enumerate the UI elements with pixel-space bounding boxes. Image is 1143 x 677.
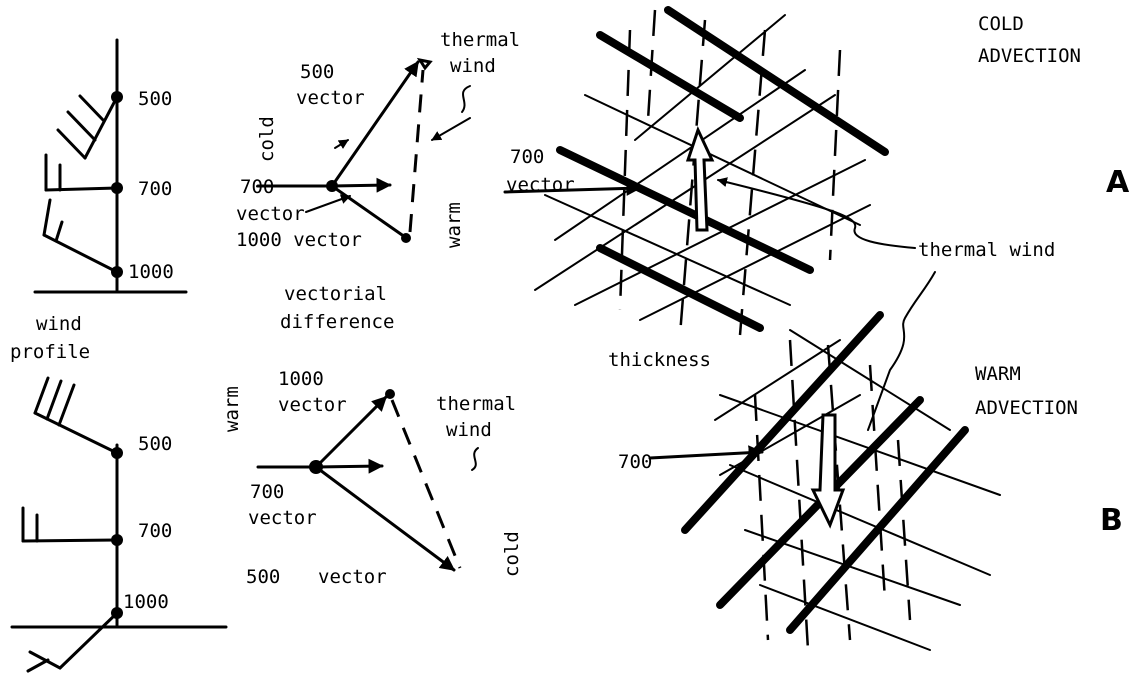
panel-a-letter: A [1106,165,1130,200]
panel-b-title-2: ADVECTION [975,397,1078,419]
hodo-a-thermal-wind [408,69,425,233]
panel-b-title-1: WARM [975,363,1021,385]
hodo-b-wind-label: wind [446,419,492,441]
panel-b-grid [648,311,1001,651]
hodo-a-700-label: 700 [240,176,274,198]
hodo-b-500-vector [314,465,456,572]
panel-a-700-arrow [503,180,642,196]
panel-a-700-label: 700 [510,146,544,168]
panel-b-thermal-wind-pointer [867,271,936,431]
wind-barb-500-icon [56,94,119,160]
panel-a-thermal-wind-arrow [685,125,715,232]
wind-barb-700-b-icon [21,506,119,543]
hodo-a-wind-label: wind [450,55,496,77]
panel-b-letter: B [1100,503,1123,538]
hodo-b-1000-vector [314,395,388,469]
profile-b-level-700: 700 [138,520,172,542]
panel-b-thermal-wind-arrow [810,413,846,529]
wind-barb-1000-b-icon [26,611,119,673]
panel-a-title-1: COLD [978,13,1024,35]
hodograph-a: 500 vector thermal wind 700 vector 1000 … [236,29,520,251]
hodo-a-squiggle [461,85,471,113]
panel-b-700-label: 700 [618,451,652,473]
hodo-b-cold-label: cold [501,531,523,577]
wind-profile-label-line1: wind [36,313,82,335]
wind-barb-500-b-icon [33,376,119,455]
hodo-b-warm-label: warm [221,386,243,432]
hodo-a-1000-vector-label: 1000 vector [236,229,362,251]
wind-profile-b: 500 700 1000 [10,376,228,673]
hodo-b-1000-tip [385,389,395,399]
panel-a-grid [503,6,916,336]
hodo-a-warm-label: warm [443,202,465,248]
hodo-a-700-vector-label: vector [236,203,305,225]
hodo-b-1000-vector-label: vector [278,394,347,416]
profile-a-level-700: 700 [138,178,172,200]
panel-b-700-arrow [648,445,764,461]
hodo-a-pointer-500 [334,139,349,149]
vectorial-difference-line2: difference [280,311,394,333]
hodo-a-pointer-thermal [431,117,471,141]
hodo-a-pointer-1000 [305,194,351,213]
hodo-a-cold-label: cold [256,116,278,162]
hodo-a-700-vector [330,177,392,193]
hodograph-b: 1000 vector thermal wind 700 vector 500 … [221,368,523,588]
hodo-b-700-vector-label: vector [248,507,317,529]
profile-b-level-1000: 1000 [123,591,169,613]
hodo-a-500-vector [330,60,420,188]
wind-barb-1000-icon [42,198,119,274]
panel-a-thermal-wind-label: thermal wind [918,239,1055,261]
hodo-a-500-vector-label: vector [296,87,365,109]
panel-a-thermal-wind-pointer [717,177,916,249]
profile-b-level-500: 500 [138,433,172,455]
vectorial-difference-line1: vectorial [284,283,387,305]
panel-a-vector-label: vector [506,174,575,196]
hodo-b-thermal-wind [390,399,462,569]
hodo-a-thermal-arrowhead [416,57,433,71]
hodo-b-thermal-label: thermal [436,393,516,415]
hodo-b-700-vector [314,458,384,474]
hodo-a-thermal-label: thermal [440,29,520,51]
hodo-a-500-label: 500 [300,61,334,83]
hodo-b-500-label: 500 [246,566,280,588]
hodo-b-700-label: 700 [250,481,284,503]
profile-a-level-500: 500 [138,88,172,110]
wind-profile-label-line2: profile [10,341,90,363]
panel-a-title-2: ADVECTION [978,45,1081,67]
hodo-b-squiggle [471,447,479,471]
wind-barb-700-icon [44,153,119,192]
thickness-label: thickness [608,349,711,371]
hodo-a-1000-tip [401,233,411,243]
profile-a-level-1000: 1000 [128,261,174,283]
hodo-b-500-vector-label: vector [318,566,387,588]
wind-profile-a: 500 700 1000 [33,38,188,294]
hodo-b-1000-label: 1000 [278,368,324,390]
